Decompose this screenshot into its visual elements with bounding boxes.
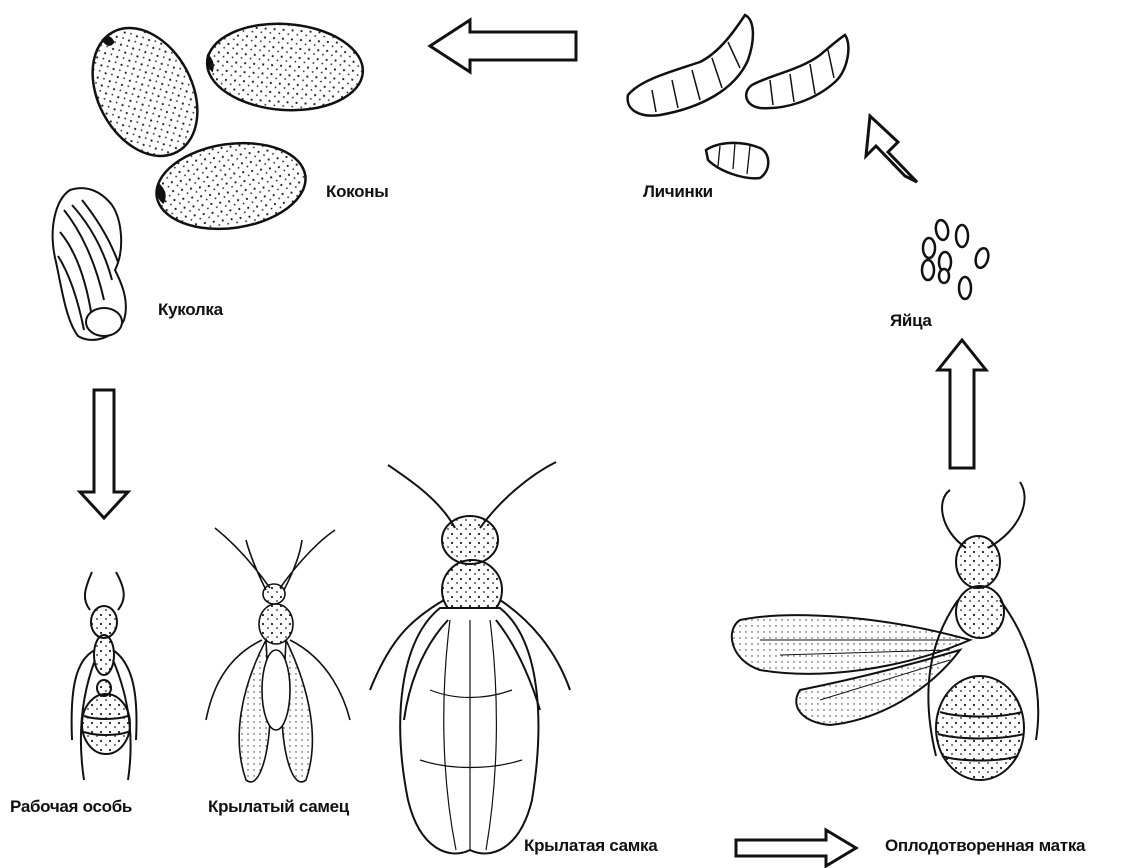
arrow-female-to-queen — [736, 830, 856, 866]
label-fertilized-queen: Оплодотворенная матка — [885, 836, 1085, 856]
label-cocoons: Коконы — [326, 182, 388, 202]
arrow-cocoons-from-larvae — [430, 20, 576, 72]
cocoon-illustration — [72, 10, 366, 238]
label-worker: Рабочая особь — [10, 797, 132, 817]
fertilized-queen-illustration — [732, 482, 1038, 780]
winged-female-illustration — [370, 462, 570, 853]
arrow-queen-to-eggs — [938, 340, 986, 468]
label-eggs: Яйца — [890, 311, 932, 331]
label-larvae: Личинки — [643, 182, 713, 202]
arrow-pupa-to-worker — [80, 390, 128, 518]
label-pupa: Куколка — [158, 300, 223, 320]
eggs-illustration — [922, 219, 990, 299]
worker-ant-illustration — [72, 572, 137, 780]
label-winged-male: Крылатый самец — [208, 797, 349, 817]
larvae-illustration — [628, 15, 849, 178]
arrow-eggs-to-larvae — [866, 116, 917, 182]
pupa-illustration — [53, 188, 126, 340]
winged-male-illustration — [206, 528, 350, 782]
label-winged-female: Крылатая самка — [524, 836, 657, 856]
